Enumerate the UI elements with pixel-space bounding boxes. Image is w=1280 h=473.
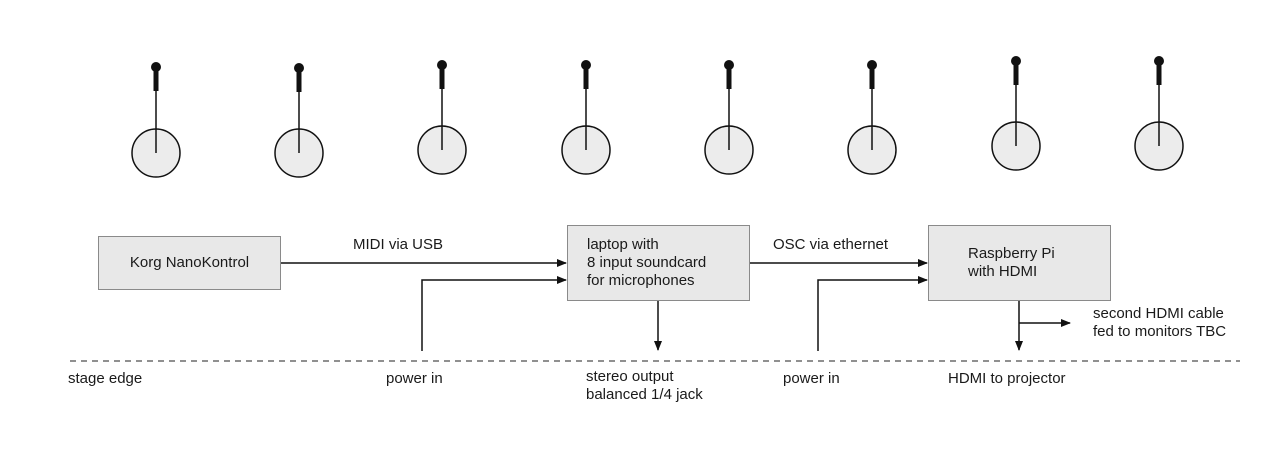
mic-head <box>867 60 877 70</box>
mic-head <box>581 60 591 70</box>
power-in-pi-connector <box>817 276 928 351</box>
mic-head <box>437 60 447 70</box>
laptop-box: laptop with 8 input soundcard for microp… <box>567 225 750 301</box>
laptop-line-1: laptop with <box>587 236 659 253</box>
mic-head <box>724 60 734 70</box>
laptop-line-2: 8 input soundcard <box>587 254 707 271</box>
stage-edge-label: stage edge <box>68 370 143 387</box>
second-hdmi-label: second HDMI cable fed to monitors TBC <box>1093 305 1226 341</box>
mic-body <box>869 65 875 89</box>
microphone-icon <box>991 56 1041 171</box>
osc-ethernet-label: OSC via ethernet <box>773 236 889 253</box>
mic-body <box>1013 61 1019 85</box>
mic-head <box>1011 56 1021 66</box>
mic-body <box>726 65 732 89</box>
korg-label: Korg NanoKontrol <box>129 254 250 271</box>
microphone-icon <box>417 60 467 175</box>
power-in-label-2: power in <box>783 370 840 387</box>
power-in-label-1: power in <box>386 370 443 387</box>
second-hdmi-line-1: second HDMI cable <box>1093 305 1224 322</box>
microphone-icon <box>704 60 754 175</box>
mic-body <box>583 65 589 89</box>
microphone-icon <box>131 62 181 178</box>
laptop-line-3: for microphones <box>587 272 695 289</box>
pi-line-1: Raspberry Pi <box>968 245 1055 262</box>
microphone-icon <box>847 60 897 175</box>
microphone-icon <box>561 60 611 175</box>
midi-usb-label: MIDI via USB <box>353 236 444 253</box>
mic-body <box>1156 61 1162 85</box>
raspberry-pi-box: Raspberry Pi with HDMI <box>928 225 1111 301</box>
microphone-row <box>131 56 1184 178</box>
microphone-icon <box>1134 56 1184 171</box>
hdmi-projector-label: HDMI to projector <box>948 370 1066 387</box>
stereo-output-line-2: balanced 1/4 jack <box>586 386 703 403</box>
mic-body <box>153 67 159 91</box>
microphone-icon <box>274 63 324 178</box>
stereo-output-line-1: stereo output <box>586 368 674 385</box>
second-hdmi-line-2: fed to monitors TBC <box>1093 323 1227 340</box>
pi-line-2: with HDMI <box>968 263 1038 280</box>
korg-nanokontrol-box: Korg NanoKontrol <box>98 236 281 290</box>
stereo-output-label: stereo output balanced 1/4 jack <box>586 368 703 404</box>
mic-head <box>1154 56 1164 66</box>
mic-head <box>294 63 304 73</box>
power-in-laptop-connector <box>421 276 567 351</box>
mic-body <box>439 65 445 89</box>
mic-body <box>296 68 302 92</box>
mic-head <box>151 62 161 72</box>
